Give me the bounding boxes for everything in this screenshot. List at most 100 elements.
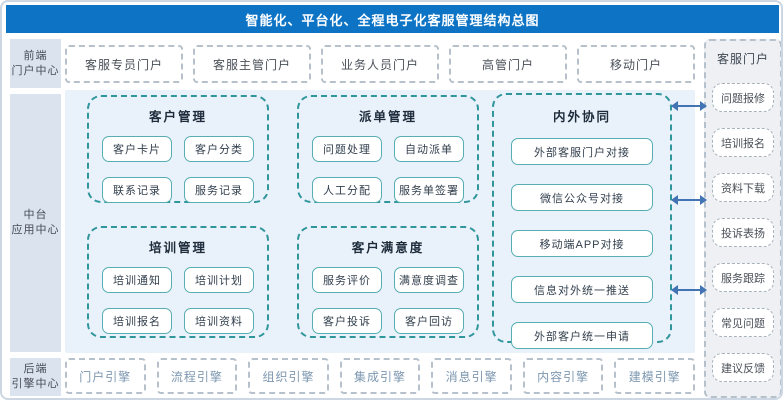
module-box-label: 培训资料 bbox=[195, 316, 243, 328]
module-box-label: 人工分配 bbox=[323, 185, 371, 197]
diagram-title: 智能化、平台化、全程电子化客服管理结构总图 bbox=[6, 5, 779, 33]
sidebar-box-label: 建议反馈 bbox=[721, 362, 765, 375]
portal-box-label: 客服主管门户 bbox=[212, 57, 291, 72]
panel-customer-satisfaction: 客户满意度 服务评价 满意度调查 客户投诉 客户回 bbox=[297, 226, 479, 338]
module-box: 服务单签署 bbox=[394, 177, 464, 203]
portal-box-label: 移动门户 bbox=[609, 57, 662, 72]
module-box-label: 移动端APP对接 bbox=[539, 238, 625, 251]
panel-items: 服务评价 满意度调查 客户投诉 客户回访 bbox=[299, 256, 477, 334]
module-box-label: 问题处理 bbox=[323, 144, 371, 156]
module-box-label: 满意度调查 bbox=[399, 275, 459, 287]
module-box-label: 服务单签署 bbox=[399, 185, 459, 197]
module-box: 客户投诉 bbox=[312, 308, 382, 334]
portal-box-label: 高管门户 bbox=[481, 57, 534, 72]
module-box: 移动端APP对接 bbox=[511, 230, 653, 257]
engine-box-label: 内容引擎 bbox=[537, 369, 590, 384]
left-label-midplatform-app-center: 中台 应用中心 bbox=[10, 94, 61, 352]
sidebar-box: 建议反馈 bbox=[712, 353, 774, 382]
sidebar-box: 常见问题 bbox=[712, 308, 774, 337]
module-box: 服务评价 bbox=[312, 267, 382, 293]
panel-items: 培训通知 培训计划 培训报名 培训资料 bbox=[89, 256, 267, 334]
module-box: 问题处理 bbox=[312, 136, 382, 162]
module-box-label: 服务评价 bbox=[323, 275, 371, 287]
module-box-label: 外部客户统一申请 bbox=[534, 330, 630, 343]
engine-row: 门户引擎 流程引擎 组织引擎 集成引擎 消息引擎 内容引擎 建模引擎 bbox=[65, 354, 696, 398]
sidebar-box: 资料下载 bbox=[712, 173, 774, 202]
module-box: 微信公众号对接 bbox=[511, 184, 653, 211]
module-box-label: 客户分类 bbox=[195, 144, 243, 156]
portal-box: 移动门户 bbox=[577, 45, 695, 83]
sidebar-box: 培训报名 bbox=[712, 128, 774, 157]
portal-row: 客服专员门户 客服主管门户 业务人员门户 高管门户 移动门户 bbox=[65, 39, 695, 89]
sidebar-box: 问题报修 bbox=[712, 83, 774, 112]
portal-box: 客服专员门户 bbox=[65, 45, 183, 83]
module-box-label: 信息对外统一推送 bbox=[534, 284, 630, 297]
module-box: 培训报名 bbox=[102, 308, 172, 334]
module-box-label: 微信公众号对接 bbox=[540, 192, 624, 205]
engine-box-label: 门户引擎 bbox=[79, 369, 132, 384]
label-line: 前端 bbox=[23, 49, 48, 62]
module-box: 自动派单 bbox=[394, 136, 464, 162]
sidebar-box: 服务跟踪 bbox=[712, 263, 774, 292]
portal-box: 业务人员门户 bbox=[321, 45, 439, 83]
module-box: 客户卡片 bbox=[102, 136, 172, 162]
module-box-label: 培训通知 bbox=[113, 275, 161, 287]
portal-box: 客服主管门户 bbox=[193, 45, 311, 83]
panel-dispatch-management: 派单管理 问题处理 自动派单 人工分配 服务单签署 bbox=[297, 95, 479, 203]
engine-box-label: 集成引擎 bbox=[354, 369, 407, 384]
engine-box: 消息引擎 bbox=[431, 358, 512, 394]
engine-box: 组织引擎 bbox=[248, 358, 329, 394]
module-box: 外部客户统一申请 bbox=[511, 322, 653, 349]
module-box-label: 客户投诉 bbox=[323, 316, 371, 328]
panel-training-management: 培训管理 培训通知 培训计划 培训报名 培训资料 bbox=[87, 226, 269, 338]
panel-title: 客户管理 bbox=[148, 110, 207, 124]
module-box-label: 联系记录 bbox=[113, 185, 161, 197]
label-line: 中台 bbox=[23, 209, 48, 222]
module-box: 满意度调查 bbox=[394, 267, 464, 293]
label-line: 应用中心 bbox=[11, 224, 60, 236]
panel-title: 派单管理 bbox=[358, 110, 417, 124]
module-box-label: 客户卡片 bbox=[113, 144, 161, 156]
engine-box: 门户引擎 bbox=[65, 358, 146, 394]
double-arrow-icon bbox=[671, 101, 707, 111]
engine-box-label: 建模引擎 bbox=[628, 369, 681, 384]
panel-items: 问题处理 自动派单 人工分配 服务单签署 bbox=[299, 125, 477, 203]
panel-items: 客户卡片 客户分类 联系记录 服务记录 bbox=[89, 125, 267, 203]
module-box-label: 培训报名 bbox=[113, 316, 161, 328]
engine-box: 流程引擎 bbox=[156, 358, 238, 394]
left-label-backend-engine-center: 后端 引擎中心 bbox=[10, 358, 61, 396]
sidebar-box-label: 培训报名 bbox=[721, 137, 765, 150]
sidebar-box: 投诉表扬 bbox=[712, 218, 774, 247]
module-box: 培训资料 bbox=[184, 308, 254, 334]
sidebar-box-label: 问题报修 bbox=[721, 92, 765, 105]
module-box: 信息对外统一推送 bbox=[511, 276, 653, 303]
module-box: 联系记录 bbox=[102, 177, 172, 203]
panel-title: 客户满意度 bbox=[351, 241, 425, 255]
label-line: 引擎中心 bbox=[11, 378, 60, 390]
panel-customer-management: 客户管理 客户卡片 客户分类 联系记录 服务记录 bbox=[87, 95, 269, 203]
customer-service-portal-sidebar: 客服门户 问题报修 培训报名 资料下载 投诉表扬 bbox=[704, 39, 781, 398]
sidebar-box-label: 常见问题 bbox=[721, 317, 765, 330]
module-box-label: 外部客服门户对接 bbox=[534, 146, 630, 159]
portal-box: 高管门户 bbox=[449, 45, 567, 83]
engine-box-label: 组织引擎 bbox=[262, 369, 315, 384]
module-box: 培训计划 bbox=[184, 267, 254, 293]
engine-box: 建模引擎 bbox=[614, 358, 696, 394]
label-line: 后端 bbox=[23, 363, 48, 376]
portal-box-label: 业务人员门户 bbox=[340, 57, 419, 72]
module-box: 培训通知 bbox=[102, 267, 172, 293]
engine-box-label: 流程引擎 bbox=[170, 369, 223, 384]
module-box: 人工分配 bbox=[312, 177, 382, 203]
sidebar-box-label: 服务跟踪 bbox=[721, 272, 765, 285]
engine-box: 集成引擎 bbox=[339, 358, 421, 394]
left-label-frontend-portal-center: 前端 门户中心 bbox=[10, 39, 61, 88]
sidebar-title: 客服门户 bbox=[716, 52, 769, 66]
double-arrow-icon bbox=[671, 285, 707, 295]
label-line: 门户中心 bbox=[11, 64, 60, 77]
panel-title: 内外协同 bbox=[552, 110, 611, 124]
panel-internal-external-collaboration: 内外协同 外部客服门户对接 微信公众号对接 移动端APP对接 bbox=[492, 93, 672, 349]
midplatform-application-area: 客户管理 客户卡片 客户分类 联系记录 服务记录 bbox=[65, 90, 695, 353]
panel-title: 培训管理 bbox=[148, 241, 207, 255]
engine-box: 内容引擎 bbox=[522, 358, 604, 394]
